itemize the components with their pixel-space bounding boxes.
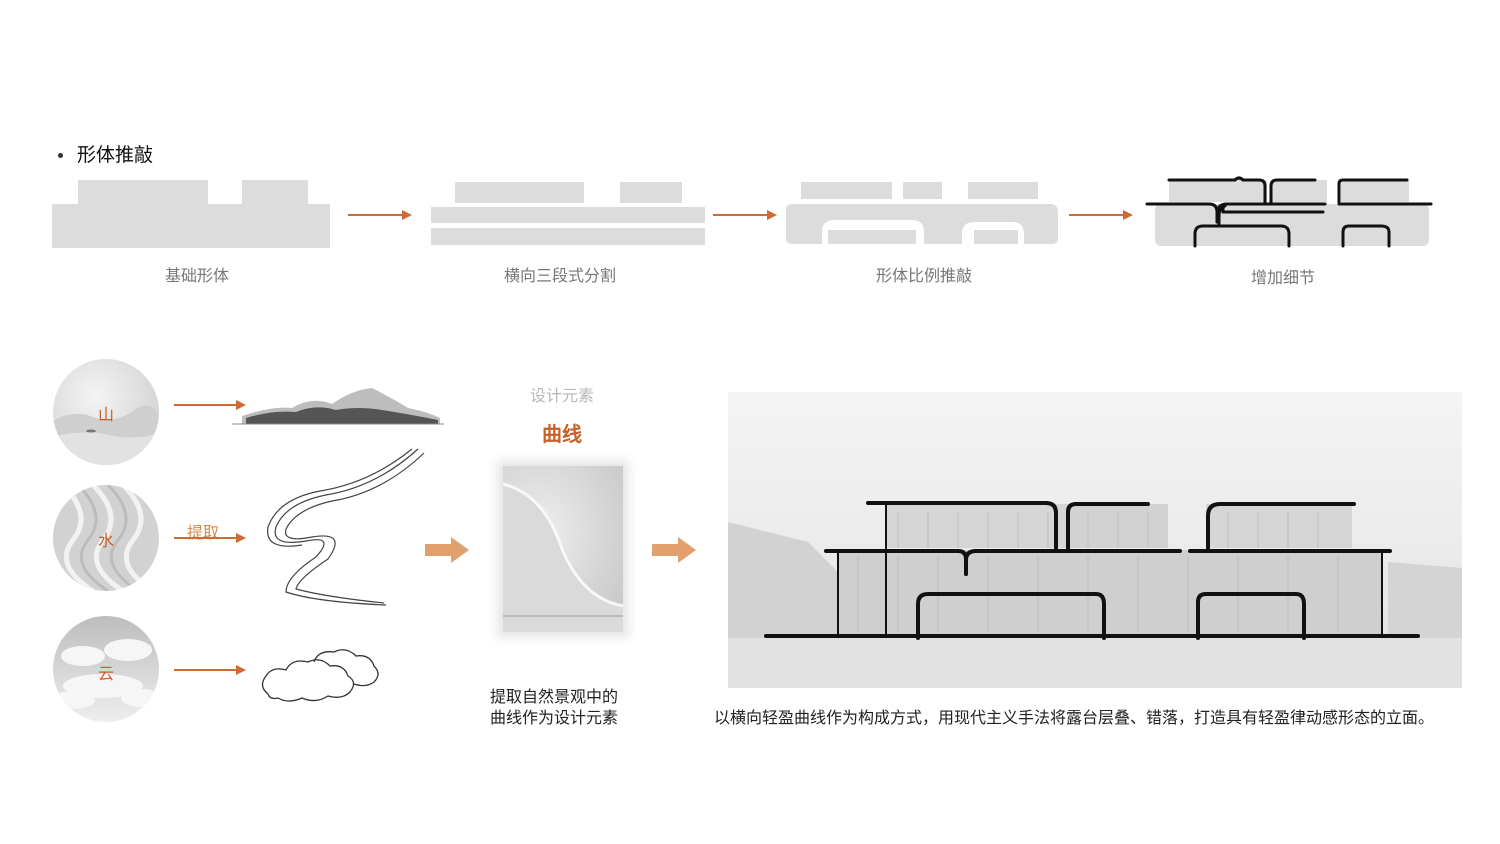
step-label-proportion: 形体比例推敲: [875, 266, 972, 285]
step-label-base: 基础形体: [164, 266, 229, 285]
arrow-right-icon: [652, 537, 696, 563]
mountain-photo-circle: [53, 359, 159, 465]
diagram-horizontal-split: [431, 182, 705, 245]
mountain-ink-sketch: [232, 388, 444, 425]
facade-elevation-drawing: [728, 501, 1462, 688]
river-line-sketch: [267, 448, 425, 606]
arrow-right-icon: [174, 400, 246, 410]
arrow-right-icon: [348, 210, 412, 220]
cloud-sky-image: [53, 639, 159, 709]
cloud-outline-icon: [261, 649, 379, 702]
caption-right: 以横向轻盈曲线作为构成方式，用现代主义手法将露台层叠、错落，打造具有轻盈律动感形…: [714, 708, 1435, 727]
diagram-base-mass: [52, 180, 330, 248]
design-subtitle: 设计元素: [529, 386, 594, 405]
arrow-right-icon: [174, 533, 246, 543]
diagram-add-details: [1145, 176, 1433, 248]
caption-left-line-1: 提取自然景观中的: [490, 687, 619, 706]
arrow-right-icon: [713, 210, 777, 220]
cloud-label: 云: [97, 664, 114, 683]
caption-left: 提取自然景观中的 曲线作为设计元素: [490, 686, 640, 728]
water-photo-circle: [53, 485, 159, 591]
design-keyword: 曲线: [542, 422, 582, 446]
facade-elevation-image: [728, 392, 1462, 688]
water-label: 水: [97, 531, 114, 550]
arrow-right-icon: [425, 537, 469, 563]
diagram-proportion-study: [786, 182, 1058, 244]
section-title-text: 形体推敲: [77, 144, 154, 166]
arrow-right-icon: [174, 665, 246, 675]
section-title: 形体推敲: [58, 140, 153, 167]
cloud-photo-circle: [53, 616, 159, 722]
mountain-label: 山: [97, 405, 114, 424]
bullet-icon: [58, 153, 63, 158]
caption-left-line-2: 曲线作为设计元素: [490, 708, 619, 727]
curve-render-image: [503, 466, 623, 632]
step-label-split: 横向三段式分割: [503, 266, 616, 285]
water-ripple-image: [61, 485, 155, 591]
arrow-right-icon: [1069, 210, 1133, 220]
curve-surface-image: [503, 482, 623, 632]
step-label-details: 增加细节: [1250, 268, 1315, 287]
mountain-mist-image: [53, 405, 159, 465]
